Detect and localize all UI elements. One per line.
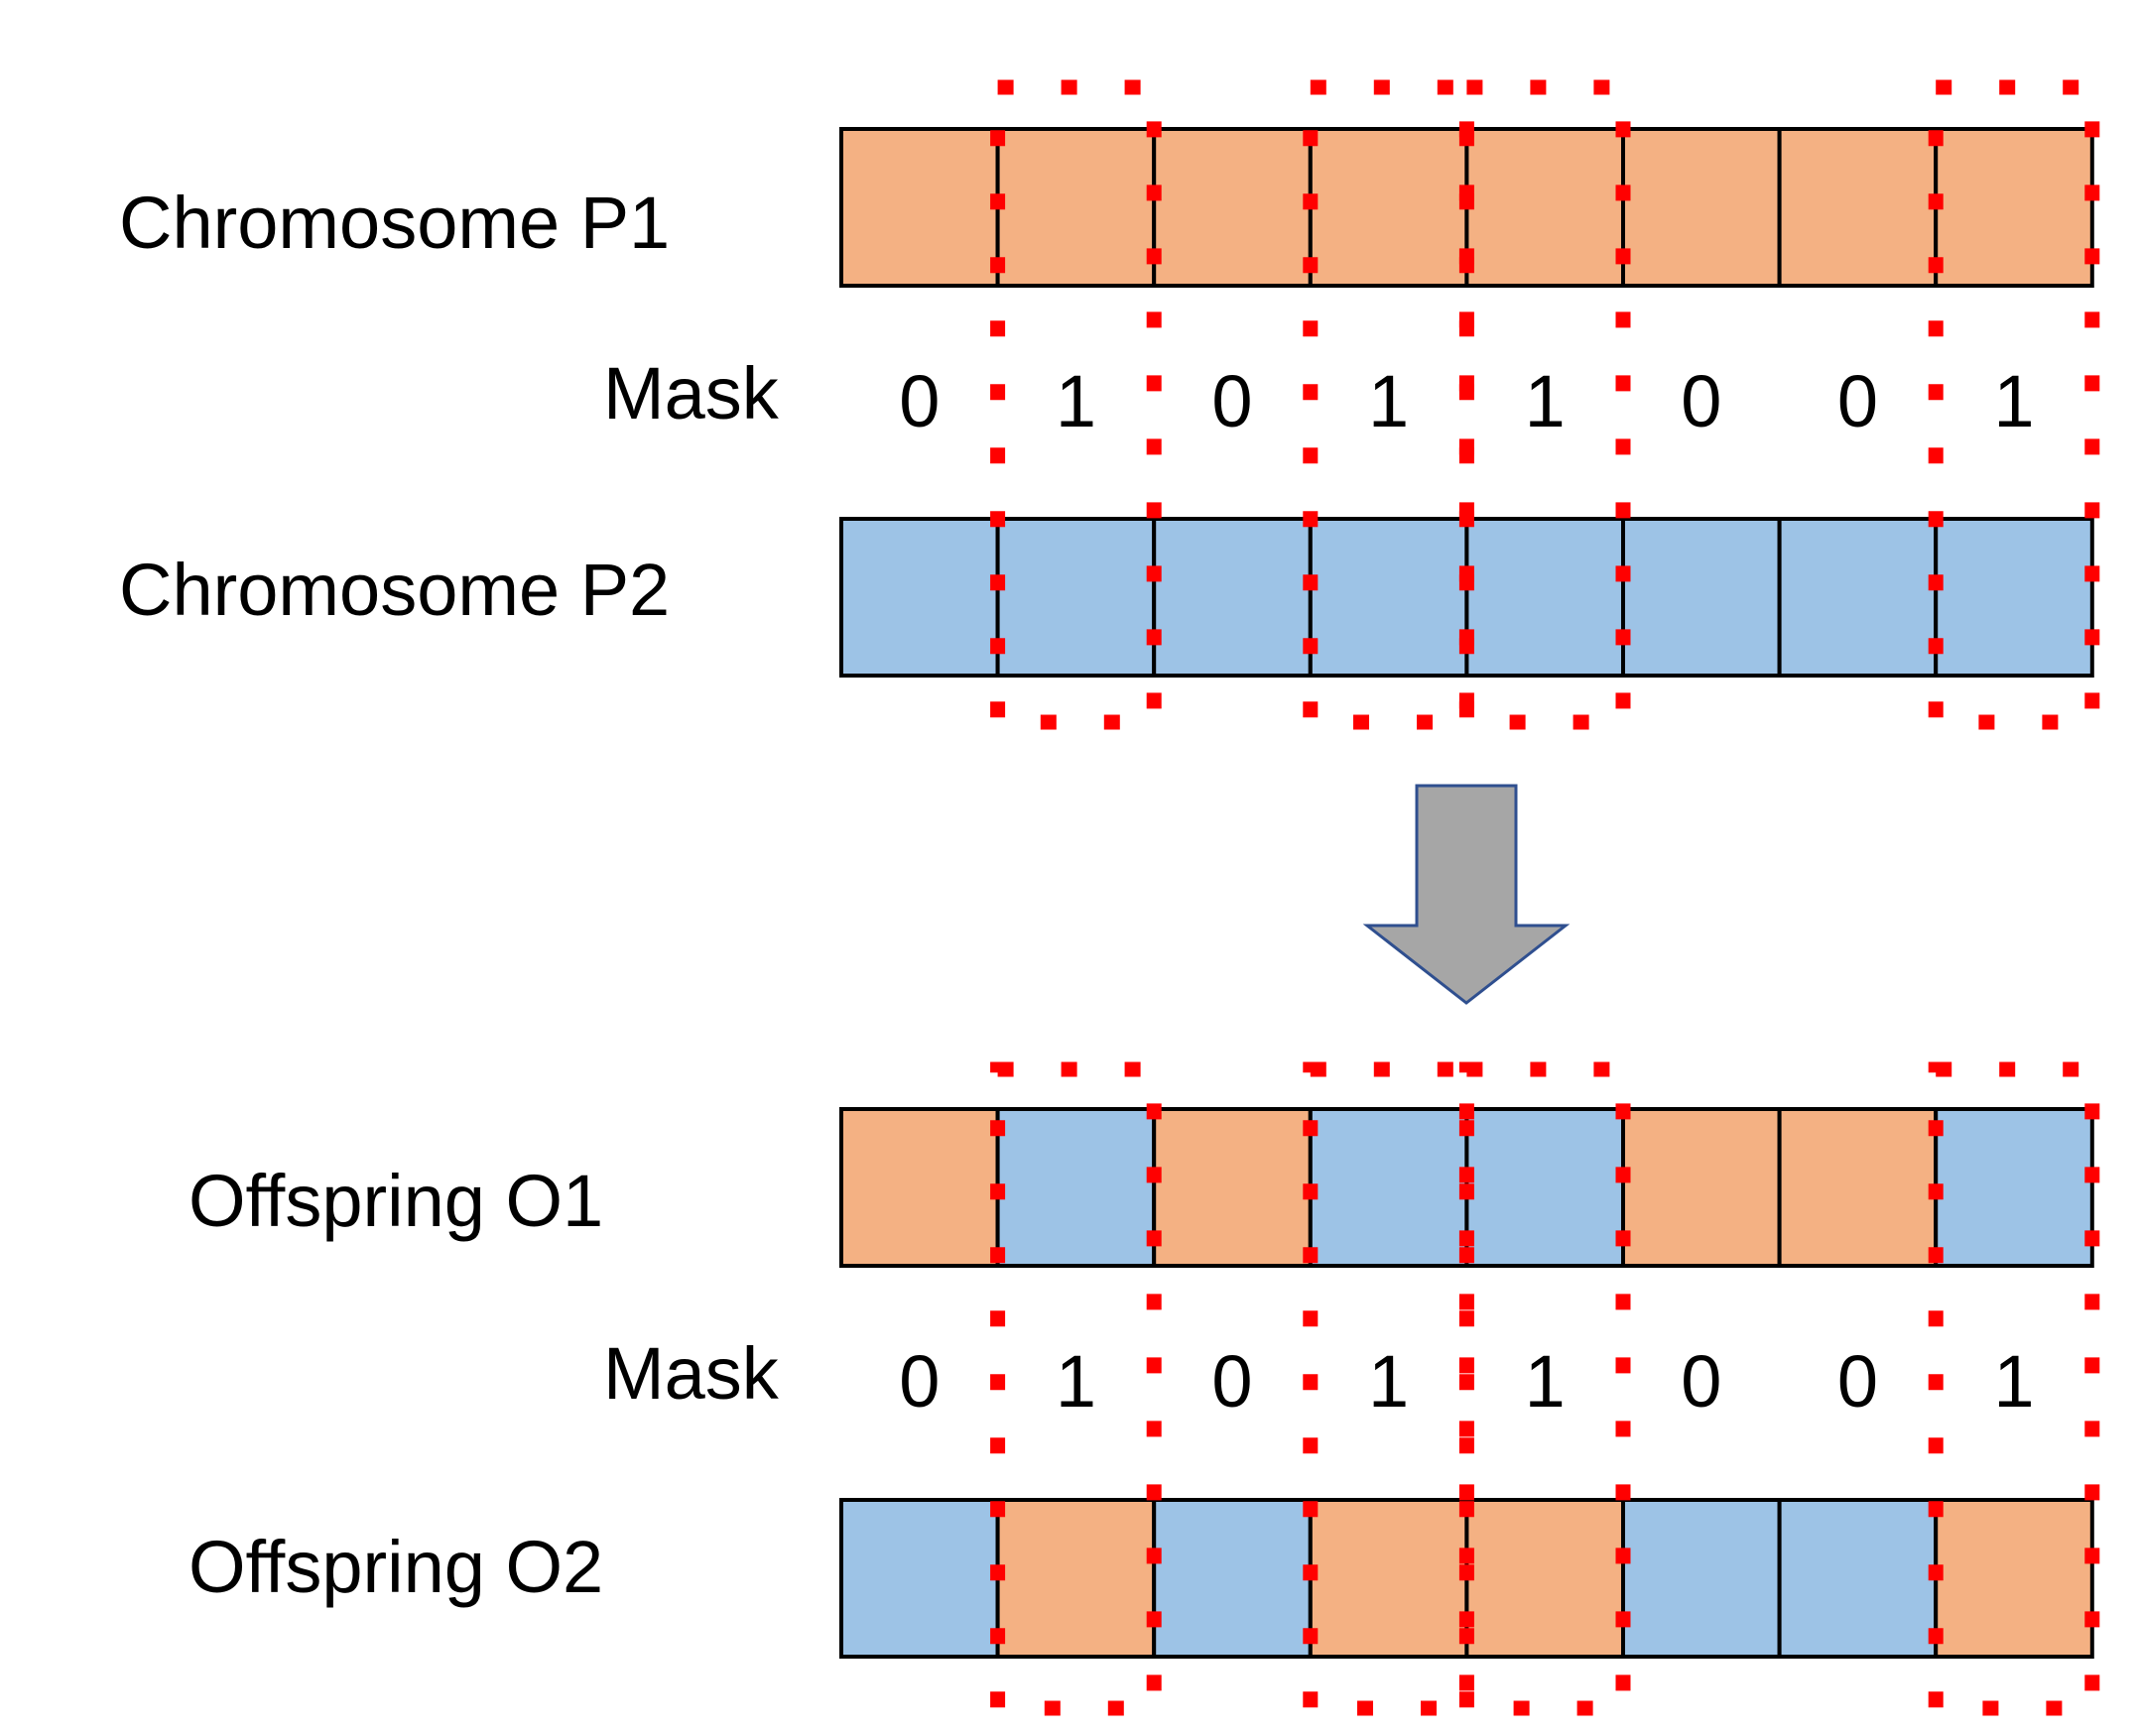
mask-bit: 0	[1211, 360, 1252, 442]
o1-gene-cell	[995, 1107, 1157, 1268]
p1-gene-cell	[1621, 127, 1782, 288]
crossover-highlight-box	[1303, 79, 1474, 730]
mask-bit: 0	[899, 360, 940, 442]
p1-gene-cell	[1152, 127, 1313, 288]
mask-bit: 0	[1211, 1340, 1252, 1423]
mask-bit: 1	[1368, 1340, 1409, 1423]
p2-gene-cell	[1777, 517, 1939, 678]
mask-bit: 1	[1368, 360, 1409, 442]
offspring-o1-label: Offspring O1	[189, 1160, 603, 1242]
p2-gene-cell	[1621, 517, 1782, 678]
o1-gene-cell	[1934, 1107, 2094, 1268]
p2-gene-cell	[1152, 517, 1313, 678]
p2-gene-cell	[839, 517, 1000, 678]
chromosome-p1-row	[839, 127, 2094, 288]
o2-gene-cell	[1934, 1498, 2094, 1659]
o1-gene-cell	[1308, 1107, 1469, 1268]
mask-bit: 0	[899, 1340, 940, 1423]
p1-gene-cell	[995, 127, 1157, 288]
p1-gene-cell	[839, 127, 1000, 288]
highlight-boxes-bottom	[990, 1061, 2100, 1716]
p1-gene-cell	[1777, 127, 1939, 288]
mask-bottom-label: Mask	[603, 1332, 780, 1415]
p1-gene-cell	[1308, 127, 1469, 288]
mask-bottom-row: 0 1 0 1 1 0 0 1	[899, 1340, 2034, 1423]
crossover-highlight-box	[1458, 1061, 1631, 1716]
mask-bit: 1	[1056, 1340, 1096, 1423]
o2-gene-cell	[1308, 1498, 1469, 1659]
mask-bit: 1	[1993, 360, 2034, 442]
crossover-highlight-box	[990, 79, 1162, 730]
crossover-highlight-box	[1928, 1061, 2100, 1716]
mask-bit: 1	[1525, 360, 1566, 442]
mask-bit: 1	[1056, 360, 1096, 442]
p2-gene-cell	[1464, 517, 1626, 678]
p1-gene-cell	[1464, 127, 1626, 288]
mask-bit: 0	[1837, 360, 1878, 442]
o1-gene-cell	[1152, 1107, 1313, 1268]
o2-gene-cell	[1777, 1498, 1939, 1659]
mask-bit: 0	[1837, 1340, 1878, 1423]
p2-gene-cell	[1308, 517, 1469, 678]
offspring-o1-row	[839, 1107, 2094, 1268]
o2-gene-cell	[1464, 1498, 1626, 1659]
o1-gene-cell	[1464, 1107, 1626, 1268]
o2-gene-cell	[1621, 1498, 1782, 1659]
o2-gene-cell	[839, 1498, 1000, 1659]
mask-bit: 1	[1993, 1340, 2034, 1423]
o1-gene-cell	[839, 1107, 1000, 1268]
offspring-o2-label: Offspring O2	[189, 1526, 603, 1608]
mask-bit: 0	[1681, 360, 1721, 442]
mask-top-label: Mask	[603, 352, 780, 434]
crossover-highlight-box	[1928, 79, 2100, 730]
down-arrow-icon	[1362, 784, 1571, 1005]
o2-gene-cell	[1152, 1498, 1313, 1659]
chromosome-p1-label: Chromosome P1	[119, 182, 670, 264]
crossover-highlight-box	[1303, 1061, 1474, 1716]
p2-gene-cell	[995, 517, 1157, 678]
crossover-highlight-box	[990, 1061, 1162, 1716]
o2-gene-cell	[995, 1498, 1157, 1659]
o1-gene-cell	[1621, 1107, 1782, 1268]
chromosome-p2-label: Chromosome P2	[119, 549, 670, 631]
mask-bit: 1	[1525, 1340, 1566, 1423]
mask-top-row: 0 1 0 1 1 0 0 1	[899, 360, 2034, 442]
offspring-o2-row	[839, 1498, 2094, 1659]
o1-gene-cell	[1777, 1107, 1939, 1268]
crossover-highlight-box	[1458, 79, 1631, 730]
chromosome-p2-row	[839, 517, 2094, 678]
p1-gene-cell	[1934, 127, 2094, 288]
p2-gene-cell	[1934, 517, 2094, 678]
highlight-boxes-top	[990, 79, 2100, 730]
mask-bit: 0	[1681, 1340, 1721, 1423]
